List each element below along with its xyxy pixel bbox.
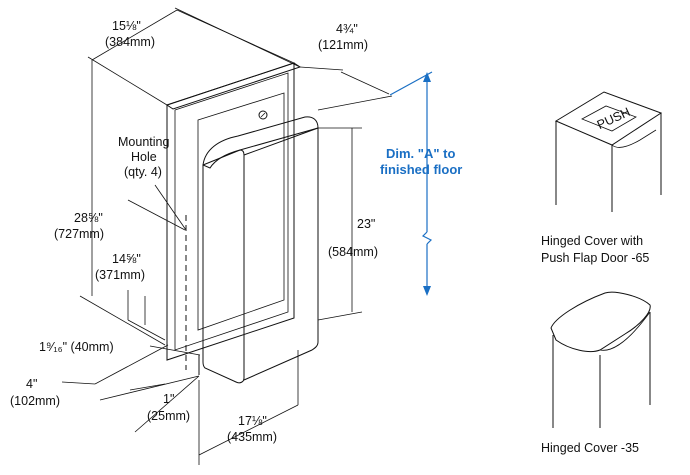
cover1-caption-line1: Hinged Cover with [541, 234, 643, 248]
mount-height-mm-label: (371mm) [95, 268, 145, 282]
bin-width-inch-label: 17⅛" [238, 414, 267, 428]
bin-front [202, 149, 245, 384]
dim-a-line2: finished floor [380, 162, 462, 177]
cover1-lip [611, 129, 657, 148]
cover2-lid [550, 291, 651, 353]
bin-side [243, 127, 319, 381]
depth-mm-label: (121mm) [318, 38, 368, 52]
bin-width-mm-label: (435mm) [227, 430, 277, 444]
side-inch-label: 4" [26, 377, 37, 391]
cover-hinged-drawing [550, 291, 651, 428]
bin-top-rim [202, 116, 319, 169]
push-flap-door [581, 105, 637, 132]
mounting-hole-line1: Mounting [118, 135, 169, 149]
mounting-hole-line2: Hole [131, 150, 157, 164]
dimension-lines [61, 7, 393, 465]
waste-bin [202, 110, 319, 384]
mounting-hole-line3: (qty. 4) [124, 165, 162, 179]
keyhole-icon [258, 110, 268, 120]
dim-a-line1: Dim. "A" to [386, 146, 455, 161]
width-mm-label: (384mm) [105, 35, 155, 49]
mount-height-inch-label: 14⅝" [112, 252, 141, 266]
frame-opening [197, 92, 285, 331]
cover2-caption: Hinged Cover -35 [541, 441, 639, 455]
height-mm-label: (727mm) [54, 227, 104, 241]
dim-a-arrow [389, 71, 433, 296]
frame-inner-edge [174, 72, 289, 351]
recessed-frame [165, 62, 302, 375]
cover2-lip [599, 311, 651, 351]
cover1-caption-line2: Push Flap Door -65 [541, 251, 649, 265]
height-inch-label: 28⅝" [74, 211, 103, 225]
cover-push-flap-drawing: PUSH [554, 91, 663, 212]
bin-height-inch-label: 23" [357, 217, 375, 231]
frame-top [165, 62, 302, 110]
small-mm-label: (25mm) [147, 409, 190, 423]
small-inch-label: 1" [163, 392, 174, 406]
bin-height-mm-label: (584mm) [328, 245, 378, 259]
width-inch-label: 15⅛" [112, 19, 141, 33]
depth-inch-label: 4¾" [336, 22, 358, 36]
side-mm-label: (102mm) [10, 394, 60, 408]
offset-label: 1⁹⁄₁₆" (40mm) [39, 340, 114, 354]
